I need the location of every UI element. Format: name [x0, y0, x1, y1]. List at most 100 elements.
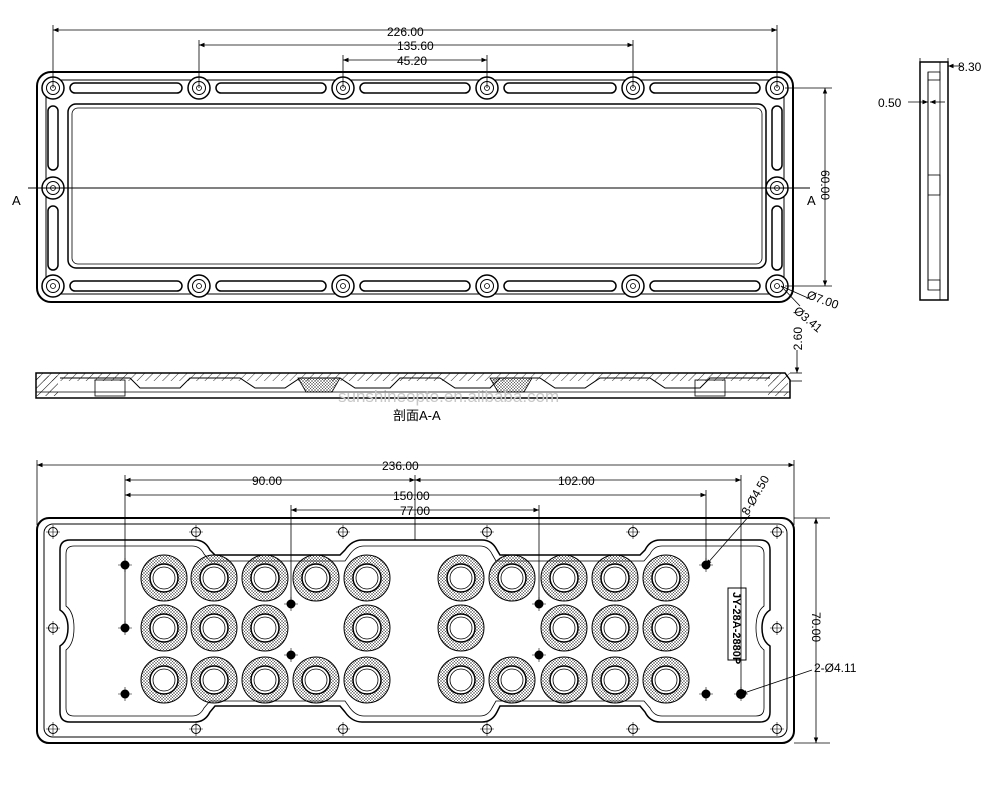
top-view: A A 226.00 135.60 45.20 60.00 Ø7.00 Ø3.4… — [12, 25, 841, 336]
bottom-view-lens-cavity — [59, 539, 771, 723]
dim-bottom-overall-width: 236.00 — [382, 459, 419, 473]
frame-slot — [359, 82, 471, 94]
frame-hole-crosshair — [770, 525, 784, 539]
lens-inner-ring — [202, 566, 226, 590]
mounting-hole-inner — [770, 279, 784, 293]
lens-inner-ring — [449, 616, 473, 640]
lens-inner-ring — [304, 566, 328, 590]
mounting-hole-center — [774, 283, 780, 289]
frame-hole-crosshair — [46, 525, 60, 539]
frame-hole-crosshair — [770, 722, 784, 736]
bottom-view-lens-array — [140, 554, 690, 704]
lens-center — [446, 613, 476, 643]
lens-inner-ring — [253, 566, 277, 590]
lens-center — [549, 613, 579, 643]
lens-center — [497, 665, 527, 695]
mounting-hole-inner — [336, 279, 350, 293]
section-view: 2.60 剖面A-A sunshineopto.en.alibaba.com — [35, 327, 805, 423]
dim-height: 60.00 — [818, 170, 832, 200]
frame-slot — [771, 205, 783, 271]
lens-center — [301, 665, 331, 695]
frame-hole-crosshair — [336, 722, 350, 736]
frame-slot — [215, 82, 327, 94]
dim-pitch-135: 135.60 — [397, 39, 434, 53]
lens-inner-ring — [152, 566, 176, 590]
lens-center — [199, 563, 229, 593]
dim-inner-span: 77.00 — [400, 504, 430, 518]
section-title: 剖面A-A — [393, 408, 441, 423]
mounting-hole-inner — [192, 279, 206, 293]
dim-holes-8: 8-Ø4.50 — [738, 473, 772, 518]
mounting-hole-outer — [331, 274, 355, 298]
frame-hole-crosshair — [480, 722, 494, 736]
lens-inner-ring — [603, 616, 627, 640]
lens-center — [352, 665, 382, 695]
lens-center — [446, 563, 476, 593]
frame-slot — [47, 105, 59, 171]
lens-center — [600, 665, 630, 695]
bottom-view-outer-frame — [36, 517, 795, 744]
lens-inner-ring — [654, 668, 678, 692]
lens-inner-ring — [355, 566, 379, 590]
frame-slot — [503, 82, 617, 94]
mounting-hole-center — [196, 283, 202, 289]
lens-center — [497, 563, 527, 593]
lens-inner-ring — [552, 616, 576, 640]
lens-inner-ring — [552, 566, 576, 590]
frame-slot — [215, 280, 327, 292]
mounting-hole-outer — [621, 274, 645, 298]
lens-inner-ring — [552, 668, 576, 692]
frame-hole-crosshair — [770, 621, 784, 635]
frame-slot — [47, 205, 59, 271]
lens-center — [149, 563, 179, 593]
lens-center — [352, 613, 382, 643]
mounting-hole-outer — [765, 274, 789, 298]
frame-hole-crosshair — [480, 525, 494, 539]
bottom-view-frame-holes — [46, 525, 784, 736]
mount-hole-crosshair — [532, 648, 546, 662]
frame-slot — [771, 105, 783, 171]
dim-thickness: 8.30 — [958, 60, 982, 74]
lens-inner-ring — [449, 668, 473, 692]
dim-holes-2: 2-Ø4.11 — [814, 661, 857, 675]
top-view-window — [67, 103, 767, 269]
part-label: JY-28A-2880P — [730, 592, 742, 664]
lens-inner-ring — [152, 616, 176, 640]
frame-slot — [503, 280, 617, 292]
frame-slot — [649, 82, 761, 94]
mounting-hole-outer — [41, 274, 65, 298]
dim-hole-outer: Ø7.00 — [805, 288, 841, 312]
lens-inner-ring — [449, 566, 473, 590]
dim-mid-span: 150.00 — [393, 489, 430, 503]
section-marker-left: A — [12, 193, 21, 208]
lens-inner-ring — [654, 566, 678, 590]
lens-inner-ring — [603, 668, 627, 692]
top-view-inner-frame — [45, 79, 785, 295]
dim-right-span: 102.00 — [558, 474, 595, 488]
mounting-hole-center — [340, 283, 346, 289]
lens-inner-ring — [500, 566, 524, 590]
lens-inner-ring — [654, 616, 678, 640]
lens-center — [149, 613, 179, 643]
dim-pitch-45: 45.20 — [397, 54, 427, 68]
side-view: 8.30 0.50 — [878, 58, 982, 301]
mounting-hole-inner — [480, 279, 494, 293]
lens-inner-ring — [202, 616, 226, 640]
bottom-view: JY-28A-2880P 236.00 90.00 102.00 150.00 … — [36, 459, 857, 744]
dim-bottom-height: 70.00 — [809, 612, 823, 642]
lens-center — [250, 665, 280, 695]
mounting-hole-center — [630, 283, 636, 289]
lens-inner-ring — [253, 668, 277, 692]
dim-left-span: 90.00 — [252, 474, 282, 488]
frame-slot — [69, 280, 183, 292]
lens-center — [446, 665, 476, 695]
frame-hole-crosshair — [46, 722, 60, 736]
lens-center — [651, 613, 681, 643]
lens-inner-ring — [355, 616, 379, 640]
lens-inner-ring — [202, 668, 226, 692]
mounting-hole-center — [484, 283, 490, 289]
lens-center — [301, 563, 331, 593]
lens-inner-ring — [304, 668, 328, 692]
watermark: sunshineopto.en.alibaba.com — [338, 387, 559, 406]
